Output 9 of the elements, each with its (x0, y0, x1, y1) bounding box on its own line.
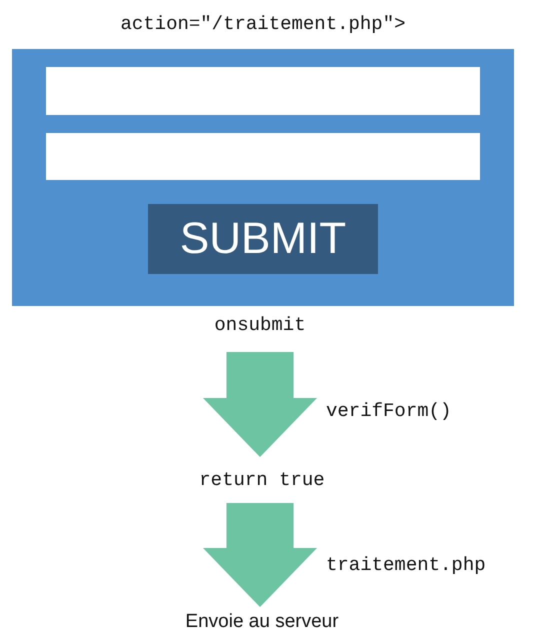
submit-button: SUBMIT (148, 204, 378, 274)
code-label: return true (199, 469, 325, 491)
step-label: Envoie au serveur (185, 611, 339, 633)
edge-label: verifForm() (326, 400, 452, 422)
input-field (46, 67, 480, 115)
edge-label: traitement.php (326, 554, 486, 576)
code-label: onsubmit (214, 314, 306, 336)
form-action-code: action="/traitement.php"> (119, 13, 407, 35)
input-field (46, 133, 480, 180)
